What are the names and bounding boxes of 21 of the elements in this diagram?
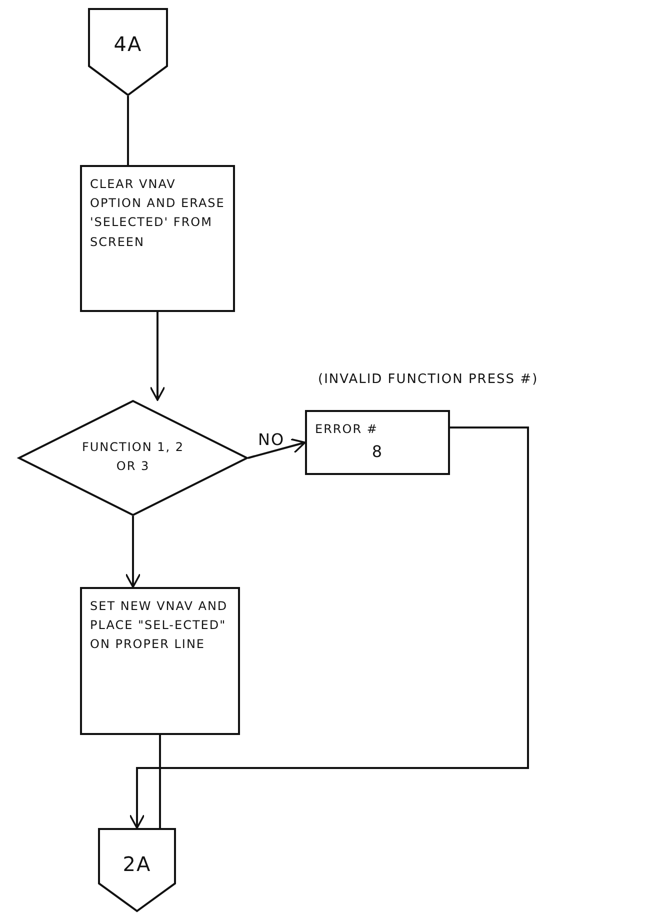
connector-line [127, 96, 129, 165]
connector-line [159, 735, 161, 828]
step-text: FUNCTION 1, 2 OR 3 [80, 439, 186, 476]
arrow [150, 312, 166, 401]
step-text: CLEAR VNAV OPTION AND ERASE 'SELECTED' FROM SCREEN [90, 176, 225, 251]
step-text: ERROR # [315, 421, 379, 438]
arrow [248, 438, 306, 459]
step-text: SET NEW VNAV AND PLACE "SEL-ECTED" ON PROPER LINE [90, 598, 229, 654]
off-page-connector [88, 8, 168, 96]
arrow [129, 426, 529, 829]
arrow [125, 516, 141, 588]
process-box [305, 410, 450, 475]
edge-label: NO [258, 430, 285, 449]
off-page-connector [98, 828, 176, 912]
step-detail: 8 [370, 441, 384, 464]
connector-label: 2A [122, 851, 152, 878]
annotation-text: (INVALID FUNCTION PRESS #) [318, 372, 538, 387]
process-box [80, 587, 240, 735]
decision-diamond [18, 400, 248, 516]
process-box [80, 165, 235, 312]
connector-label: 4A [112, 31, 144, 58]
